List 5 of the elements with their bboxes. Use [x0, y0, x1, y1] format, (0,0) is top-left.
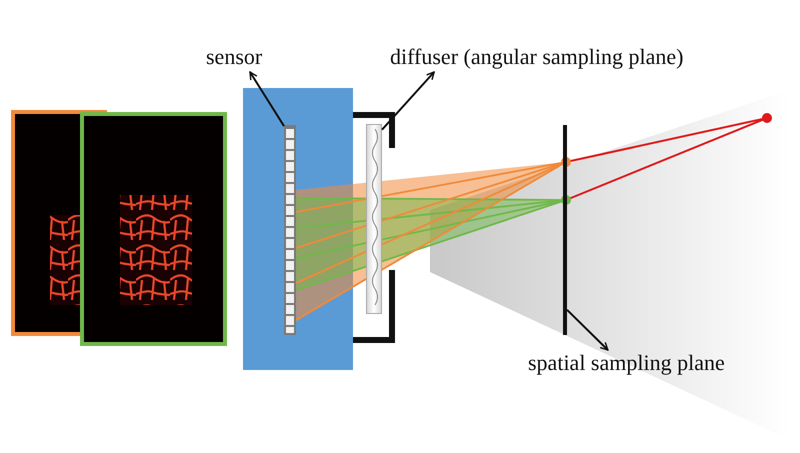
- part-label: spatial sampling plane: [528, 350, 770, 378]
- part-label: sensor: [206, 44, 286, 72]
- diffuser-plate: [366, 124, 382, 314]
- sensor-array: [284, 125, 296, 335]
- part-label: diffuser (angular sampling plane): [390, 44, 758, 72]
